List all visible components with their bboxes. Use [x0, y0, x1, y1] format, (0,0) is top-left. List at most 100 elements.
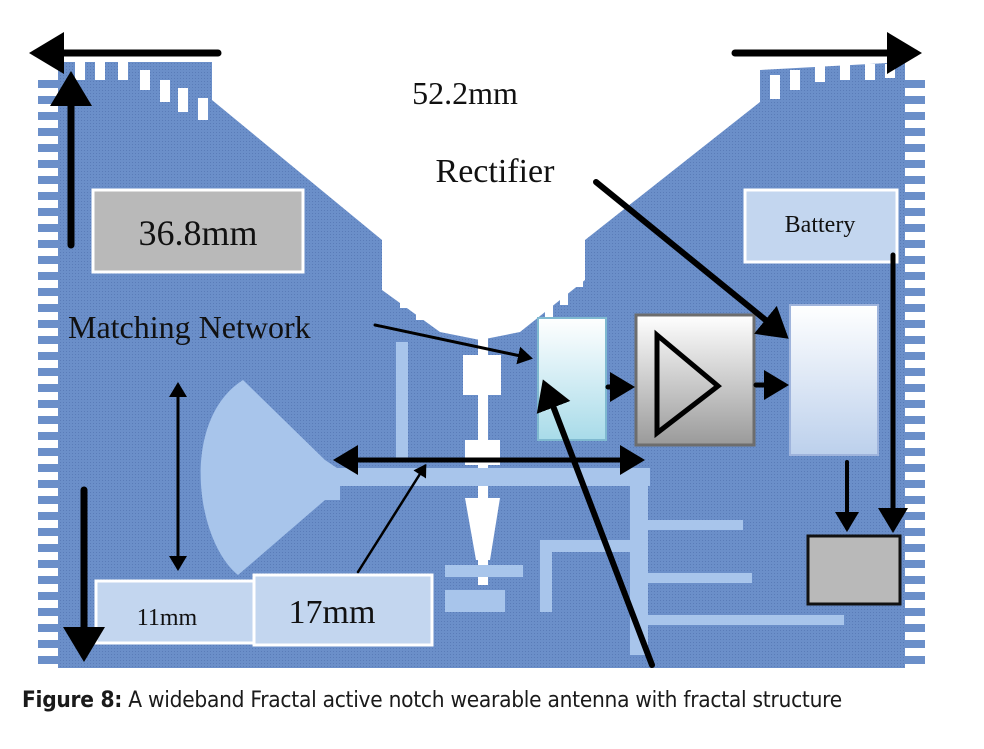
- rectifier-label: Rectifier: [436, 153, 556, 190]
- comb-tooth: [905, 400, 925, 408]
- comb-tooth: [905, 256, 925, 264]
- comb-tooth: [38, 640, 58, 648]
- comb-tooth: [905, 464, 925, 472]
- comb-tooth: [38, 80, 58, 88]
- trace-stub-3: [648, 615, 844, 625]
- notch-fractal-teeth: [75, 62, 895, 320]
- comb-tooth: [38, 464, 58, 472]
- comb-tooth: [38, 96, 58, 104]
- comb-tooth: [905, 608, 925, 616]
- comb-tooth: [38, 224, 58, 232]
- comb-tooth: [905, 80, 925, 88]
- comb-tooth: [38, 624, 58, 632]
- notch-slot: [75, 62, 85, 80]
- comb-tooth: [38, 544, 58, 552]
- comb-tooth: [38, 352, 58, 360]
- notch-slot: [790, 70, 800, 90]
- comb-tooth: [38, 256, 58, 264]
- notch-slot: [178, 88, 188, 112]
- notch-slot: [118, 62, 128, 80]
- comb-tooth: [38, 272, 58, 280]
- notch-slot: [840, 64, 850, 80]
- dim-17-box: [252, 573, 434, 647]
- comb-tooth: [905, 496, 925, 504]
- comb-tooth: [905, 352, 925, 360]
- right-edge-fractal-teeth: [905, 80, 925, 664]
- trace-stub-1: [648, 520, 743, 530]
- trace-down: [630, 475, 648, 655]
- notch-slot: [885, 64, 895, 78]
- dim-17-pointer: [356, 463, 427, 574]
- height-dim-label: 36.8mm: [138, 213, 257, 253]
- notch-slot: [560, 275, 568, 305]
- comb-tooth: [905, 576, 925, 584]
- comb-tooth: [38, 368, 58, 376]
- comb-tooth: [905, 592, 925, 600]
- amplifier-triangle-icon: [654, 329, 722, 439]
- dim-17-label: 17mm: [289, 594, 376, 631]
- comb-tooth: [38, 336, 58, 344]
- notch-slot: [770, 75, 780, 99]
- comb-tooth: [38, 304, 58, 312]
- comb-tooth: [38, 320, 58, 328]
- comb-tooth: [38, 512, 58, 520]
- comb-tooth: [905, 368, 925, 376]
- comb-tooth: [905, 560, 925, 568]
- comb-tooth: [38, 560, 58, 568]
- comb-tooth: [38, 496, 58, 504]
- comb-tooth: [38, 176, 58, 184]
- comb-tooth: [905, 384, 925, 392]
- notch-slot: [865, 64, 875, 80]
- comb-tooth: [905, 192, 925, 200]
- comb-tooth: [38, 384, 58, 392]
- comb-tooth: [38, 160, 58, 168]
- comb-tooth: [38, 528, 58, 536]
- comb-tooth: [38, 608, 58, 616]
- comb-tooth: [38, 592, 58, 600]
- battery-box: [743, 188, 899, 264]
- input-pointer: [536, 379, 655, 668]
- comb-tooth: [905, 512, 925, 520]
- comb-tooth: [38, 576, 58, 584]
- comb-tooth: [38, 656, 58, 664]
- comb-tooth: [905, 128, 925, 136]
- comb-tooth: [38, 144, 58, 152]
- notch-slot: [545, 290, 553, 318]
- comb-tooth: [905, 304, 925, 312]
- comb-tooth: [905, 144, 925, 152]
- comb-tooth: [38, 400, 58, 408]
- matching-network-block: [537, 317, 607, 441]
- comb-tooth: [905, 432, 925, 440]
- comb-tooth: [905, 336, 925, 344]
- comb-tooth: [38, 432, 58, 440]
- comb-tooth: [905, 176, 925, 184]
- dim-11-label: 11mm: [137, 605, 198, 631]
- comb-tooth: [38, 448, 58, 456]
- notch-slot: [385, 262, 393, 292]
- notch-slot: [575, 255, 583, 287]
- comb-tooth: [905, 528, 925, 536]
- notch-slot: [815, 64, 825, 82]
- antenna-diagram: 36.8mm Battery 11mm 17mm 52.2mm Rectifie…: [29, 32, 925, 668]
- rectifier-pointer: [593, 179, 789, 339]
- notch-slot: [140, 70, 150, 90]
- comb-tooth: [38, 208, 58, 216]
- height-dim-box: [91, 188, 305, 274]
- comb-tooth: [905, 112, 925, 120]
- load-block: [806, 534, 902, 606]
- width-dim-label: 52.2mm: [412, 75, 518, 111]
- left-edge-fractal-teeth: [38, 80, 58, 664]
- comb-tooth: [905, 272, 925, 280]
- comb-tooth: [905, 656, 925, 664]
- ground-strip-2: [445, 590, 505, 612]
- comb-tooth: [38, 416, 58, 424]
- comb-tooth: [905, 208, 925, 216]
- matching-network-pointer: [373, 323, 533, 365]
- notch-slot: [95, 62, 105, 80]
- trace-stub-2: [648, 573, 752, 583]
- feed-taper: [465, 498, 500, 560]
- notch-slot: [198, 98, 208, 120]
- trace-l-shape: [540, 540, 630, 612]
- comb-tooth: [905, 160, 925, 168]
- battery-label: Battery: [785, 212, 856, 238]
